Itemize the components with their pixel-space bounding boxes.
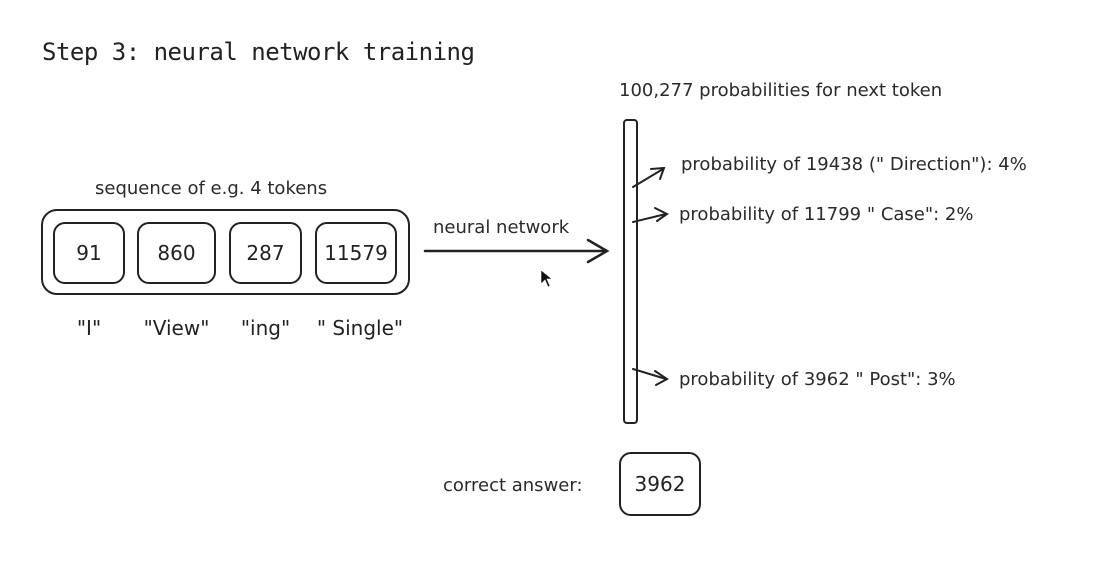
token-sequence-box <box>41 209 410 295</box>
sequence-label: sequence of e.g. 4 tokens <box>95 178 328 199</box>
token-text: "ing" <box>240 316 291 340</box>
token-box: 287 <box>229 222 302 284</box>
correct-answer-label: correct answer: <box>443 475 583 496</box>
neural-network-label: neural network <box>433 217 570 238</box>
token-text: " Single" <box>316 316 404 340</box>
diagram-title: Step 3: neural network training <box>42 38 475 66</box>
probability-label: probability of 11799 " Case": 2% <box>679 204 974 225</box>
probability-arrow <box>632 368 669 386</box>
cursor-icon <box>540 269 553 288</box>
token-text: "View" <box>143 316 210 340</box>
token-box: 11579 <box>315 222 397 284</box>
probability-label: probability of 19438 (" Direction"): 4% <box>681 154 1027 175</box>
output-header: 100,277 probabilities for next token <box>619 80 943 101</box>
probability-arrow <box>632 207 669 223</box>
main-arrow <box>423 238 610 264</box>
probability-label: probability of 3962 " Post": 3% <box>679 369 956 390</box>
output-bar <box>623 119 638 424</box>
correct-answer-box: 3962 <box>619 452 701 516</box>
token-box: 860 <box>137 222 216 284</box>
probability-arrow <box>632 166 666 188</box>
token-box: 91 <box>53 222 125 284</box>
token-text: "I" <box>76 316 102 340</box>
